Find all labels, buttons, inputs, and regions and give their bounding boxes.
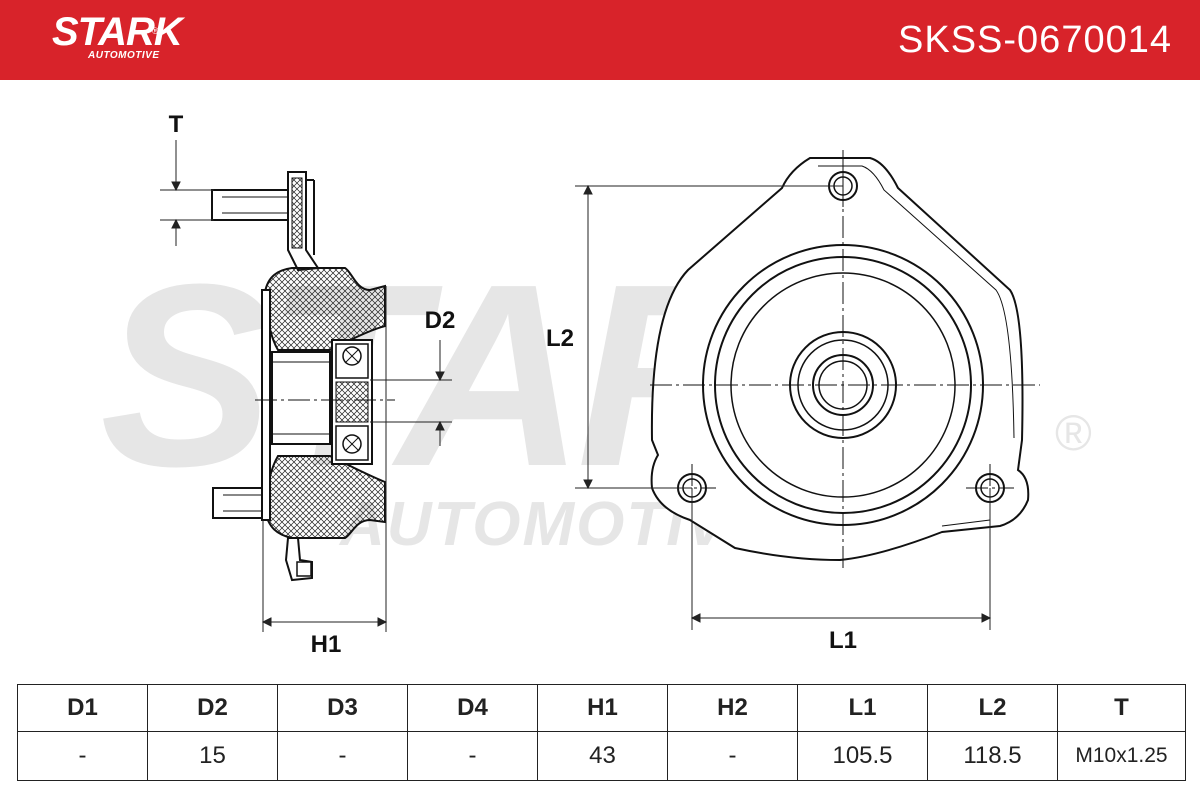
technical-drawing: STARK AUTOMOTIVE ®	[100, 111, 1092, 658]
specs-header-cell: L2	[927, 684, 1058, 732]
specs-header-cell: D4	[407, 684, 538, 732]
specs-value-cell: -	[667, 731, 798, 781]
specs-value-cell: 43	[537, 731, 668, 781]
specs-header-cell: L1	[797, 684, 928, 732]
specs-header-cell: D2	[147, 684, 278, 732]
specs-value-row: - 15 - - 43 - 105.5 118.5 M10x1.25	[17, 731, 1186, 781]
top-view	[650, 150, 1040, 570]
logo-registered-mark: ®	[152, 26, 159, 36]
top-dimensions	[575, 184, 992, 630]
specs-header-cell: D1	[17, 684, 148, 732]
specs-value-cell: 15	[147, 731, 278, 781]
specs-value-cell: M10x1.25	[1057, 731, 1186, 781]
dim-label-D2: D2	[425, 307, 456, 334]
dim-label-L2: L2	[546, 325, 574, 352]
specs-value-cell: -	[407, 731, 538, 781]
specs-table: D1 D2 D3 D4 H1 H2 L1 L2 T - 15 - - 43 - …	[17, 684, 1186, 781]
header-bar: STARK AUTOMOTIVE ® SKSS-0670014	[0, 0, 1200, 80]
top-stud	[211, 189, 293, 221]
part-number: SKSS-0670014	[898, 19, 1172, 61]
dim-label-T: T	[169, 111, 184, 138]
specs-header-cell: H1	[537, 684, 668, 732]
specs-value-cell: -	[17, 731, 148, 781]
bottom-stud	[212, 487, 266, 519]
side-dimensions	[160, 140, 452, 632]
specs-header-cell: H2	[667, 684, 798, 732]
specs-header-cell: T	[1057, 684, 1186, 732]
dim-label-L1: L1	[829, 627, 857, 654]
specs-value-cell: -	[277, 731, 408, 781]
logo-sub: AUTOMOTIVE	[88, 50, 160, 61]
specs-header-row: D1 D2 D3 D4 H1 H2 L1 L2 T	[17, 684, 1186, 732]
specs-value-cell: 105.5	[797, 731, 928, 781]
logo-brand: STARK	[52, 10, 183, 54]
stark-logo: STARK AUTOMOTIVE	[52, 10, 183, 61]
watermark-reg: ®	[1055, 405, 1092, 461]
dim-label-H1: H1	[311, 631, 342, 658]
specs-header-cell: D3	[277, 684, 408, 732]
side-section-view	[211, 171, 395, 582]
specs-value-cell: 118.5	[927, 731, 1058, 781]
